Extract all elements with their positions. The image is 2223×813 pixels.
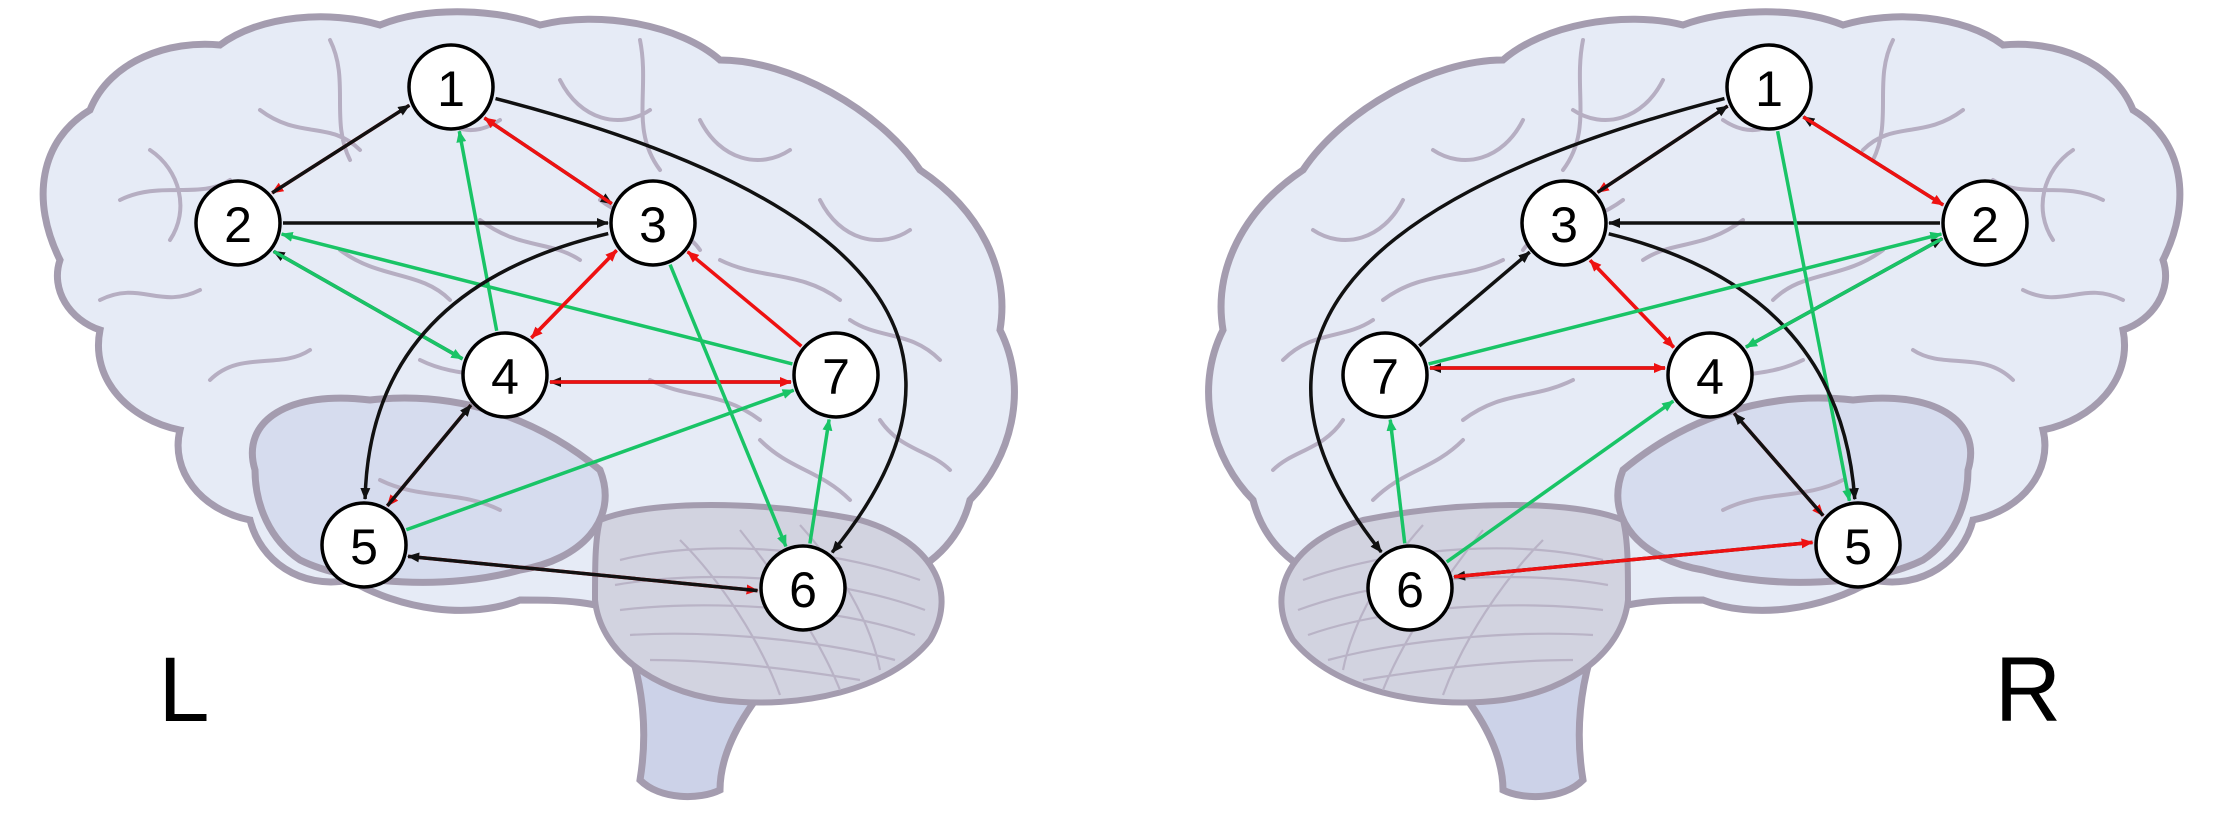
left-edge-1-to-6 [495,96,908,554]
right-node-2: 2 [1941,179,2029,267]
left-node-7: 7 [792,331,880,419]
left-node-5-circle [320,501,408,589]
left-hemisphere-label: L [158,639,209,741]
left-node-3-circle [609,179,697,267]
left-node-7-circle [792,331,880,419]
right-node-5-label: 5 [1844,519,1872,575]
right-node-6-label: 6 [1396,562,1424,618]
left-node-6-label: 6 [789,562,817,618]
left-edge-6-to-7 [808,418,833,544]
right-node-2-circle [1941,179,2029,267]
right-node-7-circle [1341,331,1429,419]
right-edge-6-to-7 [1386,418,1407,544]
right-node-5-circle [1814,501,1902,589]
right-node-7: 7 [1341,331,1429,419]
left-node-1-label: 1 [437,61,465,117]
left-node-4-circle [461,331,549,419]
left-edge-2-to-1 [271,103,411,195]
right-node-3-circle [1520,179,1608,267]
right-node-4-circle [1666,331,1754,419]
left-edge-7-to-3 [686,250,803,348]
left-node-2: 2 [194,179,282,267]
right-node-5: 5 [1814,501,1902,589]
region-nodes: 1 2 3 4 5 6 7 1 2 3 4 5 6 7 [194,43,2029,632]
left-edge-5-to-7 [405,388,795,532]
left-node-4-label: 4 [491,349,519,405]
left-node-5-label: 5 [350,519,378,575]
right-node-6: 6 [1366,544,1454,632]
right-node-1: 1 [1725,43,1813,131]
right-cerebellum [1278,502,1632,706]
right-hemisphere-brain-illustration [1205,8,2184,801]
right-hemisphere-label: R [1995,639,2061,741]
left-edge-4-to-1 [456,130,499,332]
left-node-2-label: 2 [224,197,252,253]
right-node-3-label: 3 [1550,197,1578,253]
right-edge-4-to-3 [1588,259,1676,349]
right-edge-1-to-5 [1775,130,1853,502]
left-edge-7-to-2 [280,231,793,366]
right-node-4-label: 4 [1696,349,1724,405]
left-node-1: 1 [407,43,495,131]
left-node-6-circle [759,544,847,632]
left-edge-3-to-5 [360,231,609,501]
right-edge-1-to-6 [1309,96,1725,554]
left-edge-3-to-1 [483,116,613,206]
left-edge-6-to-5 [407,552,758,593]
right-node-6-circle [1366,544,1454,632]
right-edge-3-to-5 [1608,232,1859,501]
left-edge-5-to-4 [385,404,473,508]
right-edge-2-to-4 [1745,237,1944,349]
right-edge-3-to-1 [1596,104,1729,194]
left-edge-4-to-3 [530,249,618,340]
right-edge-6-to-4 [1445,399,1675,564]
left-node-6: 6 [759,544,847,632]
left-node-5: 5 [320,501,408,589]
left-node-3: 3 [609,179,697,267]
left-node-7-label: 7 [822,349,850,405]
connection-arrows [271,96,1945,595]
right-node-4: 4 [1666,331,1754,419]
right-node-2-label: 2 [1971,197,1999,253]
right-node-1-label: 1 [1755,61,1783,117]
right-edge-6-to-5 [1453,538,1814,579]
left-node-3-label: 3 [639,197,667,253]
right-edge-7-to-2 [1428,231,1943,366]
left-edge-2-to-4 [272,249,464,361]
left-node-1-circle [407,43,495,131]
left-node-2-circle [194,179,282,267]
right-node-1-circle [1725,43,1813,131]
left-edge-3-to-6 [668,263,788,548]
right-edge-1-to-2 [1802,115,1945,207]
right-node-3: 3 [1520,179,1608,267]
left-node-4: 4 [461,331,549,419]
right-edge-5-to-4 [1732,412,1825,517]
right-edge-7-to-3 [1418,250,1531,348]
right-node-7-label: 7 [1371,349,1399,405]
